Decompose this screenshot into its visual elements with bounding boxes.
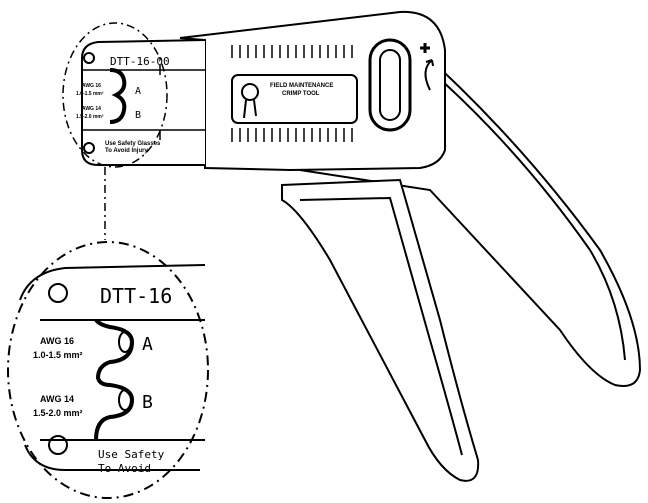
plus-icon <box>420 43 430 53</box>
detail-callout-small <box>62 22 168 168</box>
label-plate <box>231 74 358 124</box>
die-letter-a: A <box>135 86 141 97</box>
die-letter-b: B <box>135 110 141 121</box>
detail-die-cavities <box>94 318 135 441</box>
tool-body <box>179 10 446 172</box>
mascot-icon <box>241 83 259 101</box>
cavity-b <box>118 389 132 411</box>
plate-line-1: FIELD MAINTENANCE <box>270 83 333 89</box>
die-gauge-b: AWG 14 <box>82 106 101 112</box>
jaw-screw <box>83 52 95 64</box>
detail-warning-2: To Avoid <box>98 462 151 475</box>
detail-range-b: 1.5-2.0 mm² <box>33 408 83 418</box>
knob-slot <box>379 49 401 121</box>
detail-jaw <box>19 264 206 471</box>
detail-letter-a: A <box>142 334 153 355</box>
rotate-arrow-icon <box>424 59 434 91</box>
front-handle <box>281 178 480 482</box>
plate-line-2: CRIMP TOOL <box>282 91 320 97</box>
detail-gauge-a: AWG 16 <box>40 336 74 346</box>
die-range-a: 1.0-1.5 mm² <box>76 91 104 97</box>
die-range-b: 1.5-2.0 mm² <box>76 114 104 120</box>
mascot-body <box>243 99 257 119</box>
grip-ribs <box>231 45 353 142</box>
detail-letter-b: B <box>142 392 153 413</box>
detail-warning-1: Use Safety <box>98 448 165 461</box>
die-model: DTT-16-00 <box>110 55 170 68</box>
detail-screw <box>48 435 68 455</box>
detail-callout-large <box>7 241 209 499</box>
die-gauge-a: AWG 16 <box>82 83 101 89</box>
jaw-screw <box>83 142 95 154</box>
detail-gauge-b: AWG 14 <box>40 394 74 404</box>
jaw-lines <box>82 65 205 140</box>
die-warning-1: Use Safety Glasses <box>105 141 161 147</box>
detail-range-a: 1.0-1.5 mm² <box>33 350 83 360</box>
detail-screw <box>48 283 68 303</box>
die-warning-2: To Avoid Injury <box>105 148 148 154</box>
front-handle-inner <box>299 196 463 456</box>
rear-handle-inner <box>429 69 626 361</box>
adjustment-knob[interactable] <box>368 38 412 132</box>
detail-model: DTT-16 <box>100 284 172 308</box>
die-cavities <box>109 68 127 124</box>
cavity-a <box>118 331 132 353</box>
